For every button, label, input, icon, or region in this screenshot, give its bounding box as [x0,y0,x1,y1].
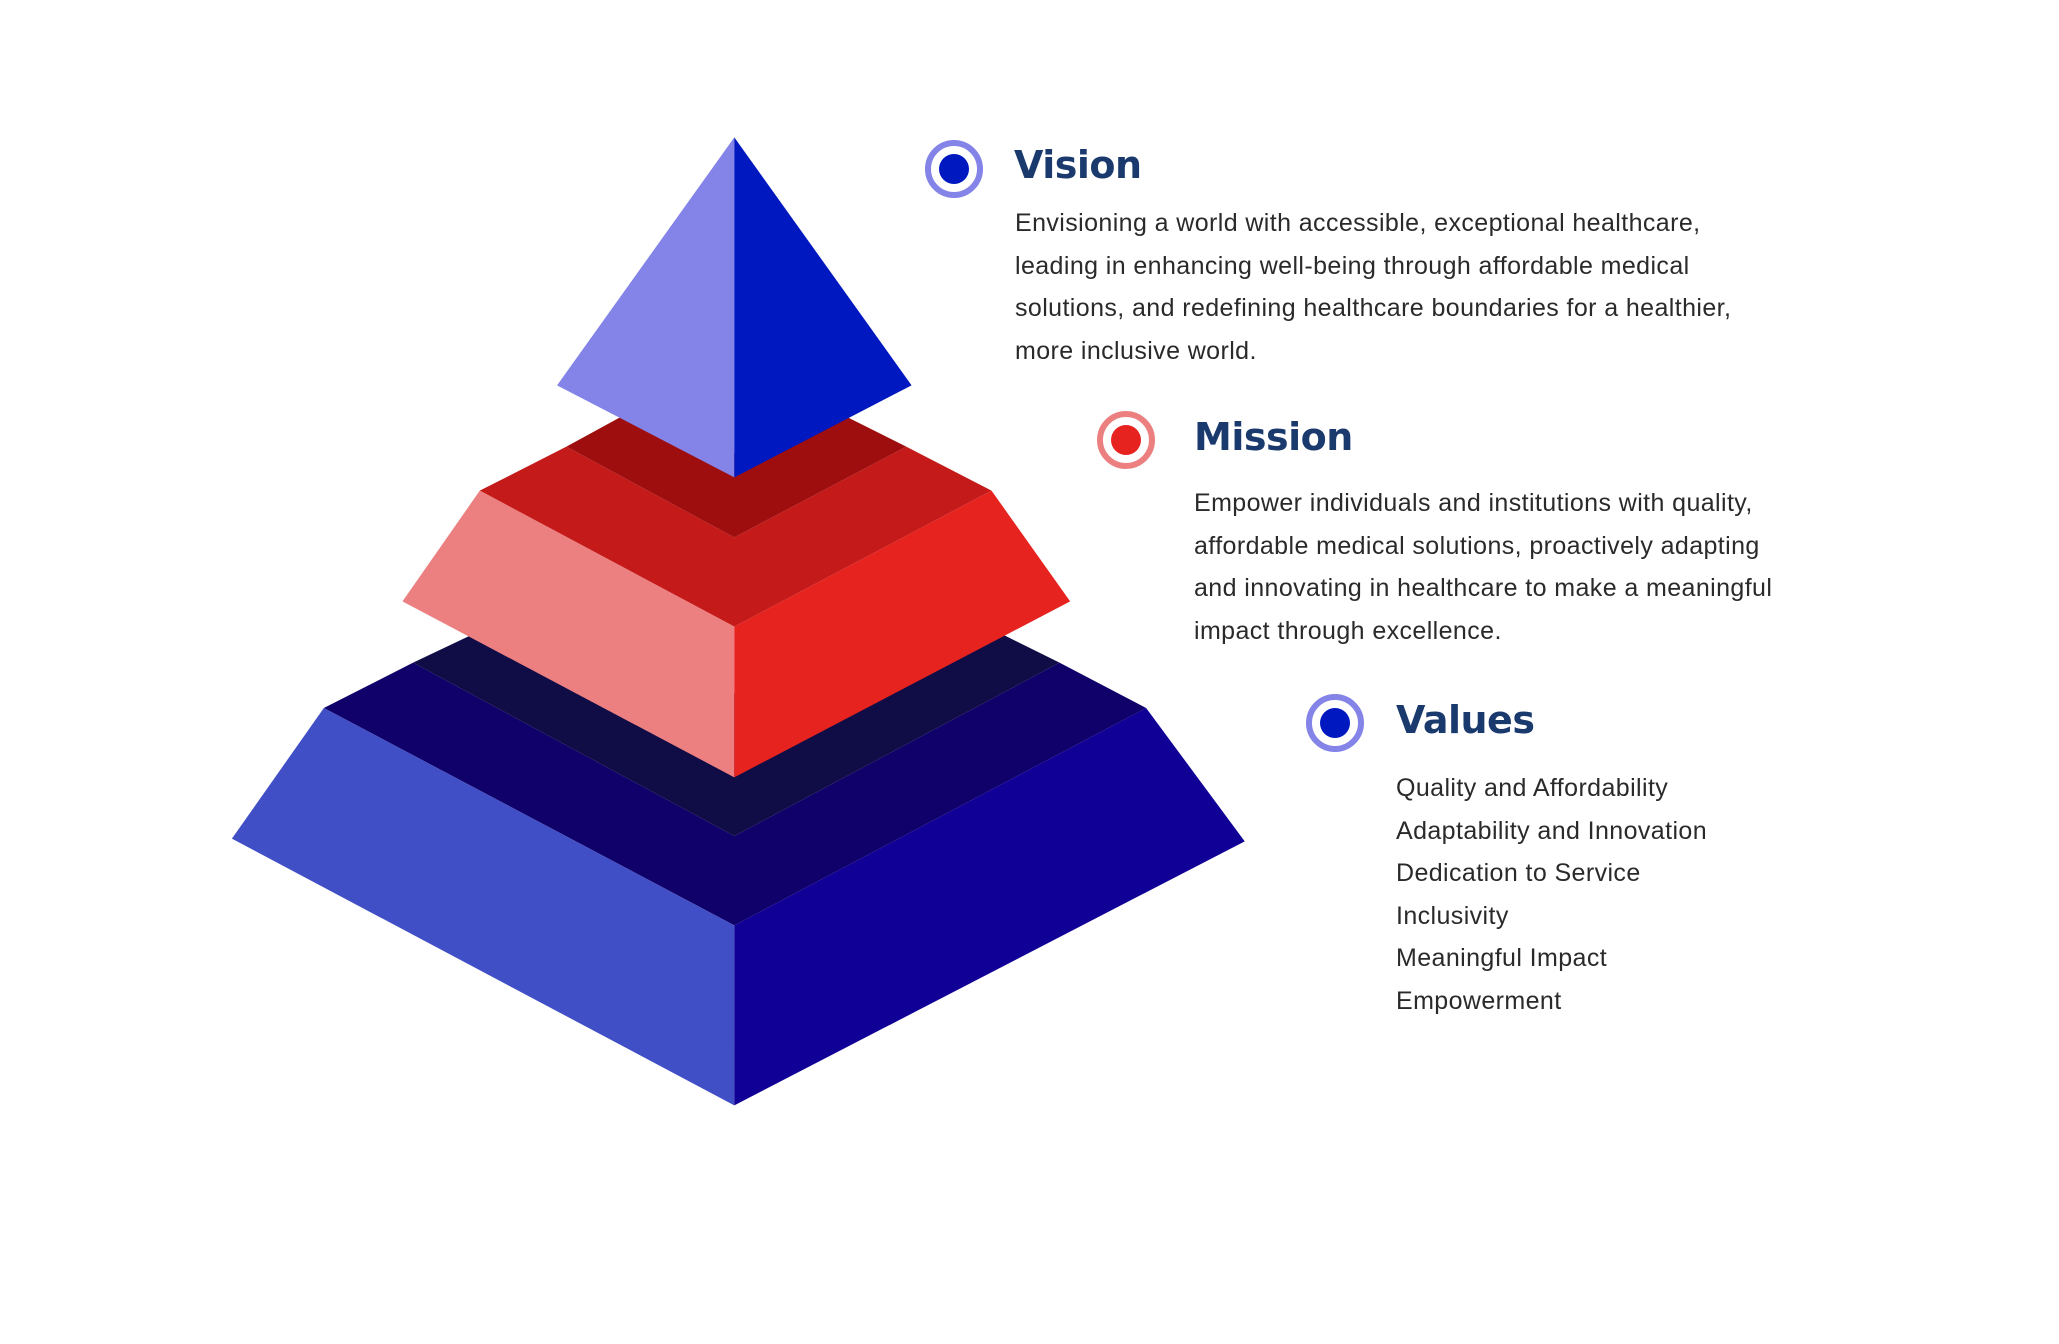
vision-line: Envisioning a world with accessible, exc… [1015,209,1701,237]
top-right-face [734,137,912,478]
vision-description: Envisioning a world with accessible, exc… [1015,202,1731,372]
vision-line: leading in enhancing well-being through … [1015,251,1690,280]
mission-line: affordable medical solutions, proactivel… [1194,531,1760,560]
values-item: Adaptability and Innovation [1396,816,1708,845]
values-dot [1320,708,1350,738]
values-list: Quality and Affordability Adaptability a… [1396,767,1707,1023]
values-item: Inclusivity [1396,901,1509,930]
vision-line: solutions, and redefining healthcare bou… [1015,294,1732,323]
vision-bullet-icon [925,140,983,198]
vision-title: Vision [1014,143,1142,187]
mission-title: Mission [1194,415,1353,459]
mid-right-face [734,490,1071,778]
values-item: Quality and Affordability [1396,774,1669,802]
mission-dot [1111,425,1141,455]
base-top-face [323,662,1147,926]
values-item: Empowerment [1396,986,1562,1015]
pyramid-tier-mission [402,406,1071,778]
vision-line: more inclusive world. [1015,336,1257,365]
mid-left-face [402,490,735,778]
mid-top-face [479,446,992,627]
base-left-face [231,708,735,1106]
values-bullet-icon [1306,694,1364,752]
mission-description: Empower individuals and institutions wit… [1194,482,1772,652]
mission-bullet-icon [1097,411,1155,469]
top-left-face [557,137,735,478]
mission-line: Empower individuals and institutions wit… [1194,489,1753,517]
base-right-face [734,708,1245,1106]
values-item: Meaningful Impact [1396,944,1608,973]
mission-line: impact through excellence. [1194,616,1502,645]
values-title: Values [1396,698,1535,742]
vision-dot [939,154,969,184]
pyramid-tier-vision [557,137,912,478]
values-item: Dedication to Service [1396,859,1641,888]
mission-line: and innovating in healthcare to make a m… [1194,574,1773,603]
